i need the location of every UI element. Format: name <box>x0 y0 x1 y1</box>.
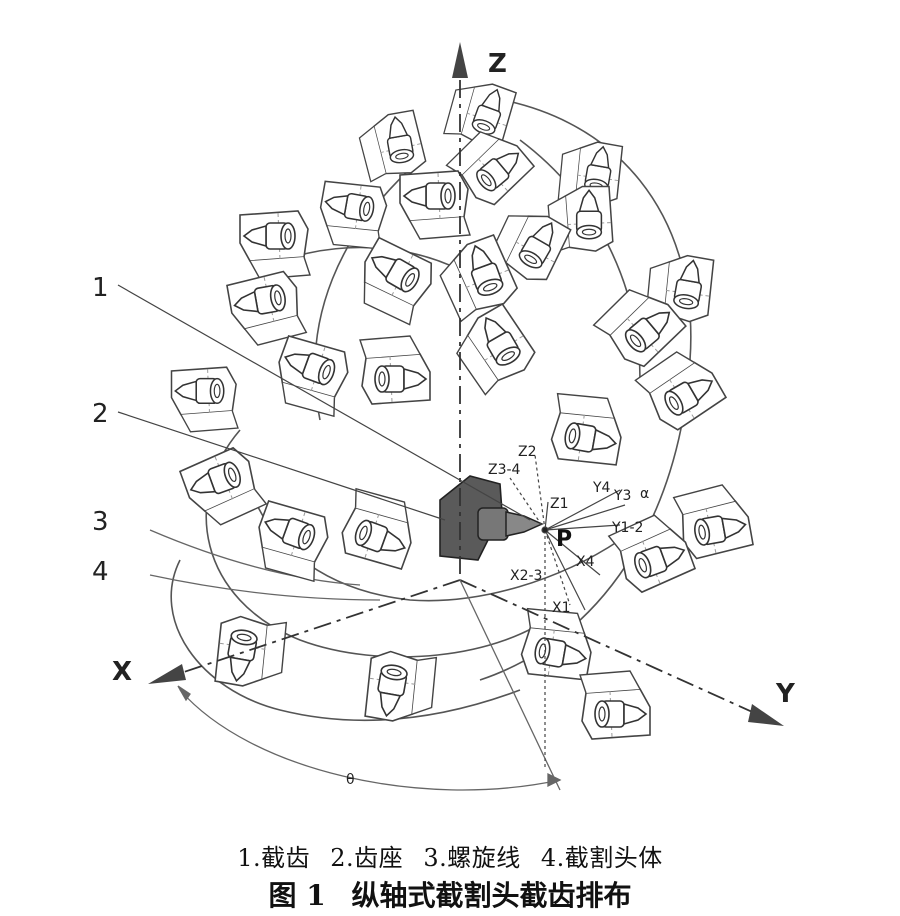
highlighted-pick <box>439 475 544 561</box>
label-alpha: α <box>640 486 649 502</box>
cutting-head-diagram: Z X Y Z3-4 Z2 Z1 Y4 Y3 α Y1-2 X2-3 X4 X1… <box>92 42 796 791</box>
callout-leaders <box>117 284 531 521</box>
theta-angle <box>177 579 562 791</box>
callout-1: 1 <box>92 273 109 303</box>
legend: 1.截齿 2.齿座 3.螺旋线 4.截割头体 <box>0 838 900 873</box>
label-y3: Y3 <box>613 488 631 504</box>
label-x1: X1 <box>552 600 571 616</box>
z-axis-label: Z <box>488 49 507 79</box>
label-z1: Z1 <box>550 496 569 512</box>
x-axis <box>148 579 461 684</box>
y-axis <box>459 579 784 726</box>
z-axis <box>452 42 468 580</box>
legend-item-body: 4.截割头体 <box>540 844 663 872</box>
legend-item-holder: 2.齿座 <box>330 844 404 872</box>
callout-3: 3 <box>92 507 109 537</box>
y-axis-label: Y <box>775 679 796 709</box>
label-z2: Z2 <box>518 444 537 460</box>
figure-title: 纵轴式截割头截齿排布 <box>351 879 632 912</box>
label-y4: Y4 <box>592 480 611 496</box>
callout-2: 2 <box>92 399 109 429</box>
label-x23: X2-3 <box>510 568 542 584</box>
label-y12: Y1-2 <box>611 520 643 536</box>
local-frames <box>509 454 626 770</box>
label-p: P <box>556 527 572 552</box>
label-z34: Z3-4 <box>488 462 521 478</box>
legend-item-helix: 3.螺旋线 <box>423 844 521 872</box>
picks <box>170 72 755 740</box>
spiral-lines <box>149 529 381 601</box>
figure-caption: 图 1 纵轴式截割头截齿排布 <box>0 874 900 914</box>
figure-number: 图 1 <box>268 879 326 912</box>
callout-4: 4 <box>92 557 109 587</box>
label-theta: θ <box>346 772 355 788</box>
label-x4: X4 <box>576 554 595 570</box>
legend-item-pick: 1.截齿 <box>237 844 311 872</box>
x-axis-label: X <box>112 657 132 687</box>
